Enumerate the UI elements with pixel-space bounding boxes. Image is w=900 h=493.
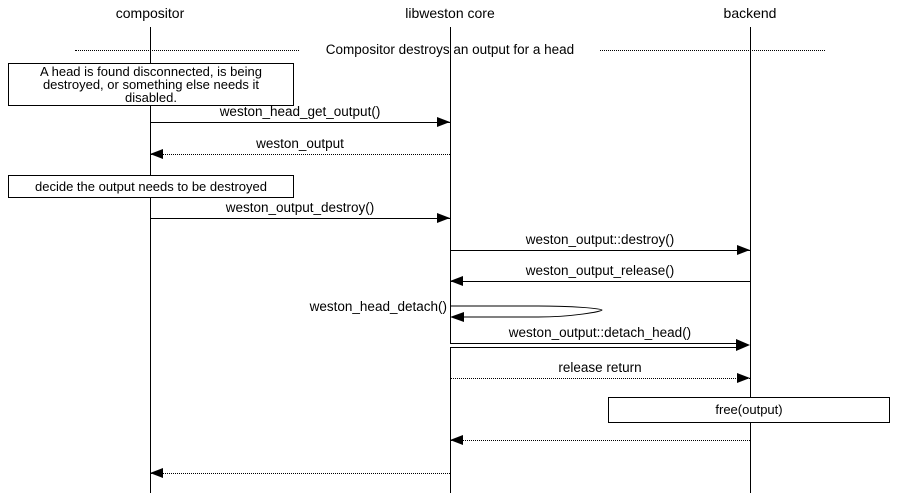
message-line <box>150 154 450 155</box>
arrowhead-right-icon <box>737 373 750 383</box>
note-line: disabled. <box>124 90 178 105</box>
actor-compositor: compositor <box>115 5 185 21</box>
self-message-loop <box>450 305 603 322</box>
message-label: weston_output <box>256 136 344 151</box>
arrowhead-left-icon <box>450 435 463 445</box>
message-label: weston_output::destroy() <box>525 232 675 247</box>
arrowhead-left-icon <box>450 276 463 286</box>
note-line: A head is found disconnected, is being <box>40 64 262 79</box>
message-line <box>450 440 750 441</box>
arrowhead-left-icon <box>150 468 163 478</box>
message-line <box>150 122 450 123</box>
message-label: release return <box>558 360 642 375</box>
message-line <box>450 250 750 251</box>
arrowhead-right-icon <box>437 213 450 223</box>
arrowhead-left-icon <box>150 149 163 159</box>
lifeline-backend <box>750 27 751 493</box>
note-text: free(output) <box>715 402 783 417</box>
message-label: weston_head_detach() <box>309 299 447 314</box>
note-decide-destroy: decide the output needs to be destroyed <box>8 175 294 198</box>
message-label: weston_output::detach_head() <box>508 325 692 340</box>
note-head-disconnected: A head is found disconnected, is being d… <box>8 63 294 106</box>
message-label: weston_output_release() <box>525 263 675 278</box>
arrowhead-right-icon <box>437 117 450 127</box>
actor-libweston-core: libweston core <box>405 5 495 21</box>
arrowhead-right-icon <box>736 339 750 351</box>
message-label: weston_output_destroy() <box>225 200 375 215</box>
message-line <box>450 378 750 379</box>
message-label: weston_head_get_output() <box>219 104 381 119</box>
note-line: destroyed, or something else needs it <box>42 77 260 92</box>
lifeline-compositor <box>150 27 151 493</box>
arrowhead-left-icon <box>450 312 464 322</box>
arrowhead-right-icon <box>737 245 750 255</box>
message-line <box>150 218 450 219</box>
message-line-double <box>450 343 738 348</box>
note-text: decide the output needs to be destroyed <box>34 179 267 194</box>
actor-backend: backend <box>723 5 777 21</box>
note-free-output: free(output) <box>608 397 890 423</box>
lifeline-libweston-core <box>450 27 451 493</box>
message-line <box>450 281 750 282</box>
message-line <box>150 473 450 474</box>
